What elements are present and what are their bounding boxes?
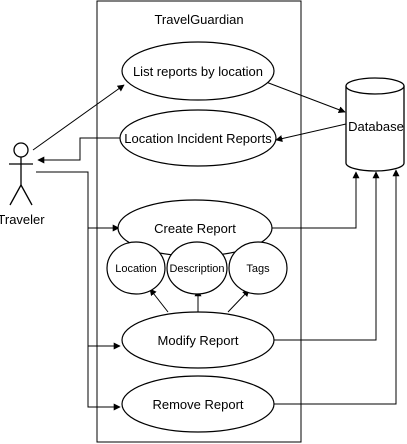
arrow-traveler-to-list [32, 84, 125, 151]
usecase-location-incident-reports-shape [119, 109, 277, 167]
usecase-tags[interactable]: Tags [228, 241, 288, 295]
actor-head [13, 142, 29, 158]
usecase-location-incident-reports[interactable]: Location Incident Reports [119, 109, 277, 167]
usecase-location[interactable]: Location [106, 241, 166, 295]
usecase-location-shape [106, 241, 166, 295]
system-boundary [96, 0, 302, 443]
arrow-incident-to-traveler [37, 137, 120, 164]
arrow-create-to-database [272, 171, 360, 229]
arrow-traveler-to-create [36, 171, 120, 232]
usecase-create-report[interactable]: Create Report [117, 199, 273, 257]
arrow-traveler-to-modify [87, 228, 121, 350]
arrow-list-to-database [265, 81, 346, 114]
usecase-modify-report-shape [121, 311, 275, 369]
actor-right-leg [20, 184, 33, 206]
arrow-database-to-incident [275, 123, 347, 143]
usecase-location-incident-reports-label: Location Incident Reports [124, 131, 272, 146]
usecase-list-reports-shape [121, 41, 275, 101]
usecase-list-reports[interactable]: List reports by location [121, 41, 275, 101]
arrow-modify-to-tags [227, 289, 250, 313]
usecase-list-reports-label: List reports by location [133, 64, 263, 79]
usecase-tags-shape [228, 241, 288, 295]
system-title: TravelGuardian [154, 12, 243, 27]
traveler-label: Traveler [0, 212, 45, 227]
usecase-create-report-label: Create Report [154, 221, 236, 236]
arrow-modify-to-database [274, 171, 380, 341]
usecase-description-label: Description [169, 263, 224, 275]
usecase-tags-label: Tags [246, 263, 270, 275]
database-label: Database [348, 119, 404, 134]
database-icon[interactable] [345, 77, 405, 172]
usecase-location-label: Location [115, 263, 157, 275]
usecase-description-shape [166, 241, 228, 295]
usecase-modify-report-label: Modify Report [158, 333, 239, 348]
arrow-traveler-to-remove [87, 346, 121, 411]
usecase-modify-report[interactable]: Modify Report [121, 311, 275, 369]
usecase-remove-report-shape [121, 375, 275, 433]
traveler-actor[interactable] [9, 142, 33, 206]
arrow-modify-to-location [149, 288, 169, 313]
usecase-remove-report-label: Remove Report [152, 397, 243, 412]
database-body [345, 86, 405, 172]
usecase-remove-report[interactable]: Remove Report [121, 375, 275, 433]
usecase-description[interactable]: Description [166, 241, 228, 295]
database-top [345, 77, 405, 95]
actor-left-leg [9, 184, 22, 206]
connectors [32, 81, 400, 411]
arrow-remove-to-database [274, 169, 400, 405]
